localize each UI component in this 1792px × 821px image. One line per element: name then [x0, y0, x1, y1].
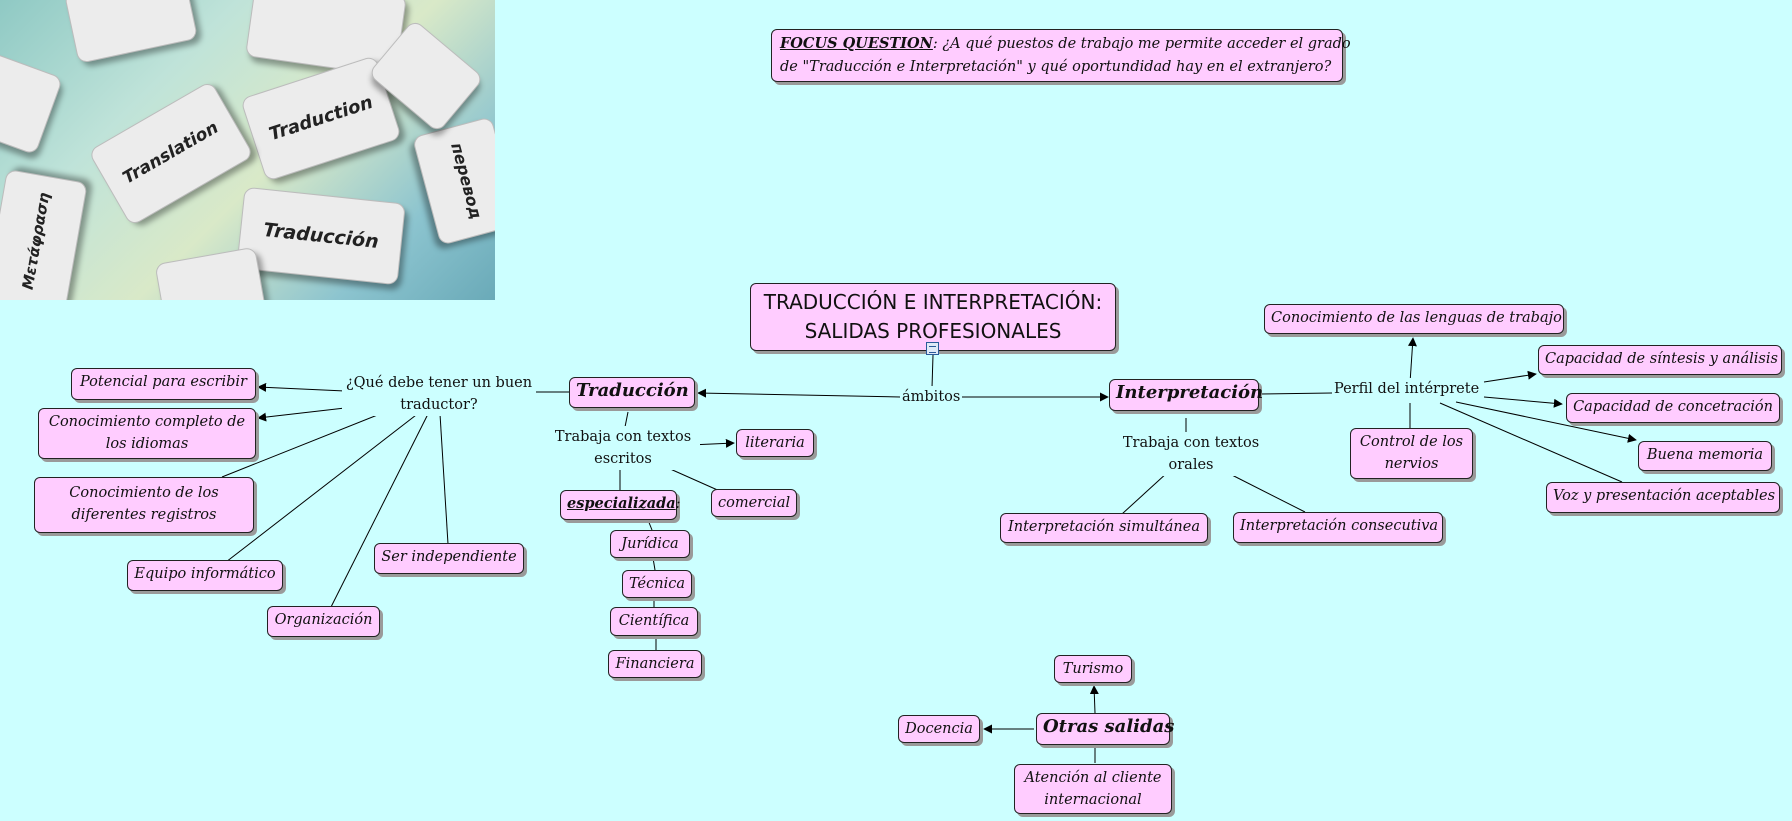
concept-interpretacion: Interpretación	[1109, 379, 1263, 411]
concept-docencia: Docencia	[898, 715, 980, 743]
focus-question: FOCUS QUESTION: ¿A qué puestos de trabaj…	[771, 29, 1351, 82]
link-perfil-memoria	[1455, 401, 1637, 443]
concept-equipo-informatico: Equipo informático	[127, 560, 283, 591]
main-concept: TRADUCCIÓN E INTERPRETACIÓN: SALIDAS PRO…	[750, 283, 1116, 351]
link-textos-consecutiva	[1225, 471, 1306, 513]
link-perfil-voz	[1439, 402, 1623, 483]
link-label-question: ¿Qué debe tener un buen traductor?	[342, 372, 536, 416]
concept-comercial: comercial	[711, 489, 797, 517]
link-ambitos-traduccion	[697, 388, 901, 398]
concept-interpretacion-consecutiva: Interpretación consecutiva	[1233, 512, 1443, 543]
link-perfil-concentracion	[1483, 396, 1563, 408]
link-otras-turismo	[1089, 685, 1099, 714]
concept-control-nervios: Control de los nervios	[1350, 428, 1473, 479]
expand-toggle-icon[interactable]	[926, 342, 939, 355]
puzzle-piece: Traducción	[236, 186, 406, 286]
concept-lenguas-trabajo: Conocimiento de las lenguas de trabajo	[1264, 304, 1564, 334]
concept-voz-presentacion: Voz y presentación aceptables	[1546, 482, 1780, 513]
concept-especializada: especializada:	[560, 490, 681, 520]
concept-interpretacion-simultanea: Interpretación simultánea	[1000, 513, 1208, 543]
link-especializada-juridica	[647, 519, 653, 531]
link-juridica-tecnica	[652, 557, 656, 571]
link-label-ambitos: ámbitos	[900, 386, 963, 408]
concept-buena-memoria: Buena memoria	[1638, 441, 1772, 471]
puzzle-piece: Μετάφραση	[0, 168, 88, 300]
link-perfil-sintesis	[1483, 370, 1537, 383]
concept-turismo: Turismo	[1054, 655, 1132, 683]
link-label-perfil: Perfil del intérprete	[1332, 378, 1482, 400]
puzzle-piece: Translation	[87, 80, 255, 227]
concept-literaria: literaria	[736, 429, 814, 457]
concept-tecnica: Técnica	[622, 570, 692, 598]
concept-sintesis-analisis: Capacidad de síntesis y análisis	[1538, 345, 1782, 375]
link-textos-simultanea	[1121, 471, 1169, 515]
link-q-organizacion	[329, 413, 429, 610]
concept-juridica: Jurídica	[610, 530, 690, 558]
link-textos-comercial	[667, 467, 723, 493]
puzzle-piece	[154, 246, 268, 300]
concept-atencion-cliente: Atención al cliente internacional	[1014, 764, 1172, 814]
concept-potencial: Potencial para escribir	[71, 368, 256, 400]
link-main-ambitos	[931, 354, 934, 389]
concept-financiera: Financiera	[608, 650, 702, 678]
link-q-registros	[221, 409, 391, 478]
concept-otras-salidas: Otras salidas	[1036, 713, 1174, 745]
concept-traduccion: Traducción	[569, 377, 695, 408]
concept-cientifica: Científica	[610, 607, 698, 636]
concept-conocimiento-registros: Conocimiento de los diferentes registros	[34, 477, 254, 533]
concept-concentracion: Capacidad de concetración	[1566, 393, 1780, 423]
link-q-independiente	[439, 413, 449, 545]
concept-ser-independiente: Ser independiente	[374, 543, 524, 574]
puzzle-piece	[0, 46, 64, 156]
link-q-idiomas	[257, 407, 346, 422]
link-label-textos-escritos: Trabaja con textos escritos	[546, 426, 700, 470]
puzzle-photo: Traduction Translation Traducción перево…	[0, 0, 495, 300]
puzzle-piece	[63, 0, 199, 64]
link-label-textos-orales: Trabaja con textos orales	[1114, 432, 1268, 476]
concept-conocimiento-idiomas: Conocimiento completo de los idiomas	[38, 408, 256, 459]
concept-organizacion: Organización	[267, 606, 380, 637]
puzzle-piece: перевод	[411, 116, 495, 246]
focus-question-label: FOCUS QUESTION	[780, 35, 933, 52]
link-perfil-lenguas	[1407, 337, 1417, 384]
link-interp-perfil	[1259, 392, 1333, 395]
link-q-potencial	[257, 382, 346, 392]
link-q-equipo	[225, 411, 421, 563]
